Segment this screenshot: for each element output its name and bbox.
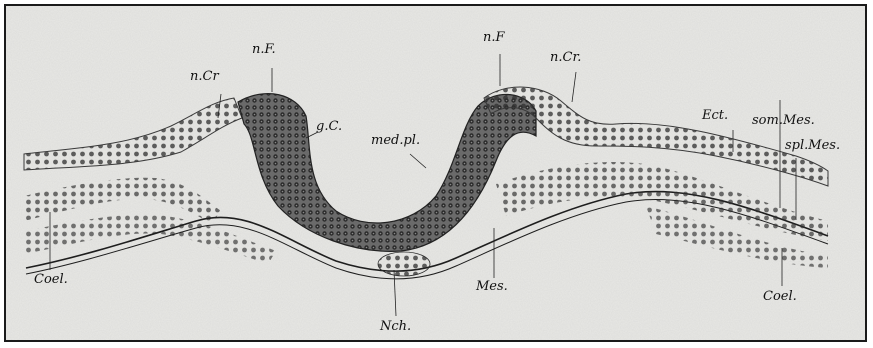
background-texture xyxy=(6,6,867,342)
label-spl-mes: spl.Mes. xyxy=(785,139,840,152)
label-coel-left: Coel. xyxy=(34,273,68,286)
label-n-f-right: n.F xyxy=(483,31,505,44)
label-coel-right: Coel. xyxy=(763,290,797,303)
label-g-c: g.C. xyxy=(316,120,342,133)
label-ect: Ect. xyxy=(702,109,728,122)
label-mes: Mes. xyxy=(476,280,508,293)
label-n-ch: Nch. xyxy=(380,320,411,333)
label-n-cr-right: n.Cr. xyxy=(550,51,581,64)
label-med-pl: med.pl. xyxy=(371,134,420,147)
label-som-mes: som.Mes. xyxy=(752,114,815,127)
label-n-f-left: n.F. xyxy=(252,43,276,56)
label-n-cr-left: n.Cr xyxy=(190,70,219,83)
embryo-section-drawing xyxy=(6,6,867,342)
section-frame xyxy=(4,4,867,342)
notochord xyxy=(378,252,430,276)
